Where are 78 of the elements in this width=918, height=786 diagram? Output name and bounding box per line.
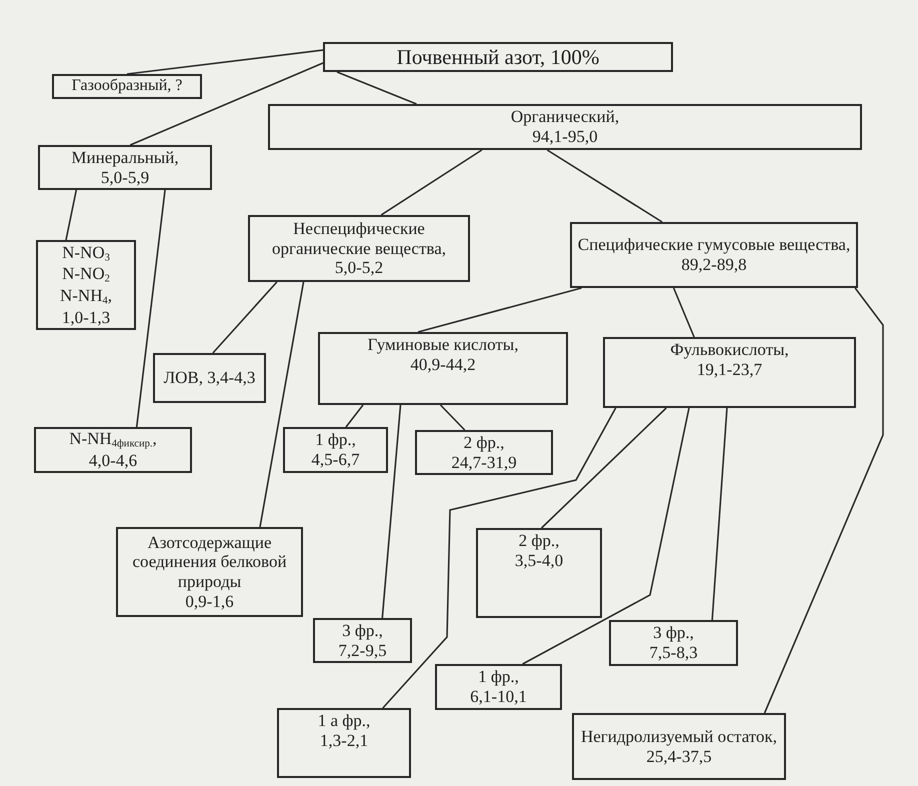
category-value: 3,5-4,0 — [514, 550, 564, 570]
connector-line — [336, 71, 417, 105]
category-value: 5,0-5,2 — [334, 258, 384, 278]
category-box — [323, 42, 673, 72]
category-name: 2 фр., — [464, 432, 504, 452]
category-box — [476, 528, 602, 618]
category-name: Азотсодержащие соединения белковой природы — [131, 532, 288, 592]
category-box — [36, 240, 136, 330]
category-value: 1,3-2,1 — [320, 730, 368, 750]
category-value: 7,5-8,3 — [649, 643, 698, 663]
category-box — [572, 713, 786, 780]
category-value: 24,7-31,9 — [451, 452, 517, 472]
connector-line — [418, 287, 582, 333]
connector-line — [212, 281, 278, 354]
category-box — [603, 337, 856, 408]
category-box — [570, 222, 858, 288]
category-name: Гуминовые кислоты, — [368, 335, 518, 355]
category-value: 0,9-1,6 — [185, 592, 234, 612]
connector-line — [522, 408, 690, 665]
category-box — [435, 664, 562, 710]
category-value: 4,5-6,7 — [311, 450, 360, 470]
category-value: 25,4-37,5 — [646, 746, 712, 766]
connector-line — [382, 404, 402, 618]
category-name: 2 фр., — [518, 531, 560, 551]
category-box — [34, 427, 192, 473]
category-name: Фульвокислоты, — [670, 340, 789, 360]
connector-line — [65, 190, 78, 240]
category-name: 3 фр., — [342, 620, 383, 640]
connector-line — [130, 62, 324, 146]
connector-line — [546, 149, 663, 223]
category-box — [38, 145, 212, 190]
category-value: ЛОВ, 3,4-4,3 — [164, 368, 256, 388]
category-name: N-NO$_{3}$ — [62, 242, 110, 264]
connector-line — [259, 282, 304, 528]
category-box — [318, 332, 568, 405]
category-box — [415, 430, 553, 475]
category-value: N-NH$_{4}$, — [60, 286, 112, 308]
connector-line — [672, 288, 695, 338]
category-box — [609, 620, 738, 666]
category-name: 3 фр., — [653, 623, 694, 643]
category-name: Органический, — [510, 107, 620, 127]
connector-line — [711, 408, 728, 620]
category-box — [268, 104, 862, 150]
connector-line — [380, 149, 482, 216]
category-value: 4,0-4,6 — [88, 451, 138, 471]
connector-line — [126, 49, 324, 75]
category-box — [248, 215, 470, 282]
connector-line — [136, 190, 166, 428]
category-name: 1 а фр., — [318, 711, 370, 731]
category-value: Газообразный, ? — [72, 77, 182, 96]
connector-line — [345, 404, 364, 428]
category-value: N-NO$_{2}$ — [62, 264, 110, 286]
category-name: 1 фр., — [478, 667, 519, 687]
category-name: Минеральный, — [71, 148, 179, 168]
category-name: Специфические гумусовые вещества, — [578, 235, 850, 255]
category-value: 89,2-89,8 — [681, 255, 747, 275]
category-value: 19,1-23,7 — [696, 360, 762, 380]
category-box — [153, 353, 266, 403]
category-value: 94,1-95,0 — [532, 127, 598, 147]
category-name: Негидролизуемый остаток, — [580, 726, 778, 746]
category-name: 1 фр., — [315, 430, 356, 450]
category-box — [283, 427, 388, 473]
connector-line — [440, 404, 466, 431]
category-value: 40,9-44,2 — [410, 354, 476, 374]
connector-line — [764, 288, 884, 714]
category-box — [116, 527, 303, 617]
category-box — [52, 74, 202, 99]
category-name: Неспецифические органические вещества, — [270, 219, 448, 258]
category-value: 5,0-5,9 — [100, 168, 150, 188]
category-value: 7,2-9,5 — [338, 640, 387, 660]
category-value: Почвенный азот, 100% — [396, 44, 600, 70]
category-value: 6,1-10,1 — [470, 687, 527, 707]
connector-line — [540, 407, 667, 529]
category-name: N-NH$_{4фиксир.}$, — [69, 429, 157, 452]
connector-line — [382, 408, 616, 709]
category-box — [277, 708, 411, 778]
category-box — [313, 618, 412, 663]
category-value: 1,0-1,3 — [62, 308, 110, 328]
